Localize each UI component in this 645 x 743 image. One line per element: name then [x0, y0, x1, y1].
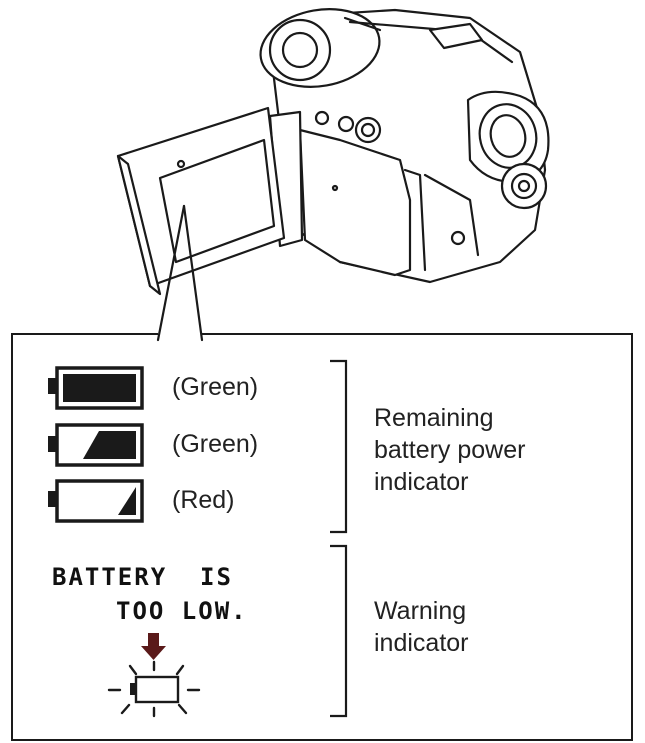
warning-message-line-2: TOO LOW. — [116, 597, 248, 625]
warning-message-line-1: BATTERY IS — [52, 563, 233, 591]
top-handle — [428, 22, 484, 50]
remaining-indicator-line-3: indicator — [374, 468, 469, 496]
remaining-indicator-line-1: Remaining — [374, 404, 494, 432]
battery-icon-two-thirds — [48, 423, 144, 467]
callout-box — [11, 333, 633, 741]
warning-indicator-description: Warning indicator — [374, 595, 469, 659]
warning-indicator-line-2: indicator — [374, 629, 469, 657]
battery-icon-one-third — [48, 479, 144, 523]
remaining-indicator-line-2: battery power — [374, 436, 526, 464]
down-arrow-icon — [141, 633, 166, 660]
battery-level-label-full: (Green) — [172, 373, 259, 401]
battery-level-label-one-third: (Red) — [172, 486, 235, 514]
camcorder-illustration — [116, 8, 550, 342]
bracket-remaining — [330, 359, 348, 534]
blinking-battery-icon — [107, 660, 201, 718]
bracket-warning — [330, 544, 348, 718]
remaining-indicator-description: Remaining battery power indicator — [374, 402, 525, 498]
warning-indicator-line-1: Warning — [374, 597, 467, 625]
callout-pointer — [156, 204, 186, 342]
battery-level-label-two-thirds: (Green) — [172, 430, 259, 458]
battery-icon-full — [48, 366, 144, 410]
side-panel — [298, 128, 412, 277]
